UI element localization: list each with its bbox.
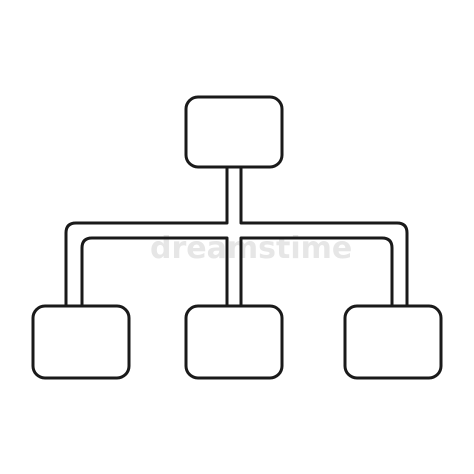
node-child-middle [184, 304, 284, 380]
connector-inner-right [239, 236, 394, 308]
node-root [184, 95, 284, 169]
watermark-text: dreamstime [150, 231, 352, 266]
node-child-left [31, 304, 131, 380]
connector-outer-left [64, 165, 229, 308]
connector-outer-right [239, 165, 409, 308]
connector-inner-left [80, 236, 229, 308]
node-child-right [343, 304, 443, 380]
